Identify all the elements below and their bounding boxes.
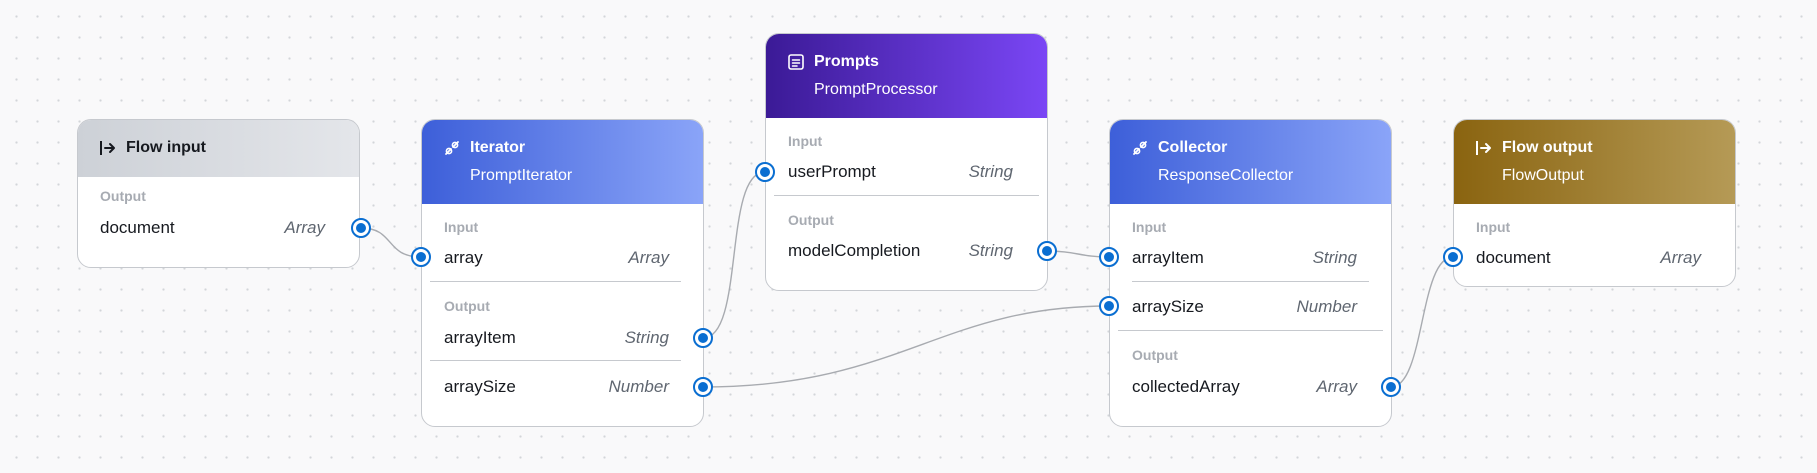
port-arraysize: arraySize Number [444, 375, 669, 399]
iterator-arrayitem-output-handle[interactable] [693, 328, 713, 348]
node-subtitle: PromptProcessor [814, 81, 938, 98]
output-section-label: Output [1132, 347, 1178, 363]
port-name: document [100, 218, 175, 237]
port-document: document Array [1476, 246, 1701, 270]
port-name: collectedArray [1132, 377, 1240, 396]
node-subtitle: FlowOutput [1502, 167, 1584, 184]
input-section-label: Input [444, 219, 479, 235]
flow-input-document-output-handle[interactable] [351, 218, 371, 238]
port-type: Number [608, 377, 669, 396]
flow-input-header[interactable]: Flow input [78, 120, 359, 177]
port-name: arrayItem [1132, 248, 1204, 267]
iterator-node[interactable]: Iterator PromptIterator Input array Arra… [421, 119, 704, 427]
port-name: array [444, 248, 483, 267]
port-arrayitem: arrayItem String [444, 326, 669, 350]
port-document: document Array [100, 216, 325, 240]
port-arraysize: arraySize Number [1132, 295, 1357, 319]
flow-input-node[interactable]: Flow input Output document Array [77, 119, 360, 268]
output-section-label: Output [100, 188, 146, 204]
iterator-icon [442, 138, 462, 158]
node-title: Prompts [814, 53, 879, 70]
node-title: Flow input [126, 139, 206, 156]
input-section-label: Input [1476, 219, 1511, 235]
edge-iterator-arraysize-to-collector-arraysize[interactable] [702, 305, 1110, 388]
row-divider [430, 360, 681, 361]
flow-output-node[interactable]: Flow output FlowOutput Input document Ar… [1453, 119, 1736, 287]
section-divider [774, 195, 1039, 196]
port-type: Array [1660, 248, 1701, 267]
edge-collector-collectedarray-to-flowoutput-document[interactable] [1390, 256, 1454, 388]
port-name: arrayItem [444, 328, 516, 347]
port-type: Array [284, 218, 325, 237]
prompts-modelcompletion-output-handle[interactable] [1037, 241, 1057, 261]
node-title: Collector [1158, 139, 1228, 156]
node-title: Iterator [470, 139, 526, 156]
collector-header[interactable]: Collector ResponseCollector [1110, 120, 1391, 204]
input-section-label: Input [788, 133, 823, 149]
collector-node[interactable]: Collector ResponseCollector Input arrayI… [1109, 119, 1392, 427]
port-collectedarray: collectedArray Array [1132, 375, 1357, 399]
section-divider [1118, 330, 1383, 331]
flow-input-icon [98, 138, 118, 158]
port-name: document [1476, 248, 1551, 267]
port-type: String [624, 328, 669, 347]
port-arrayitem: arrayItem String [1132, 246, 1357, 270]
flow-output-header[interactable]: Flow output FlowOutput [1454, 120, 1735, 204]
port-type: Array [1316, 377, 1357, 396]
port-modelcompletion: modelCompletion String [788, 239, 1013, 263]
port-type: String [1312, 248, 1357, 267]
port-name: userPrompt [788, 162, 876, 181]
row-divider [1132, 281, 1369, 282]
port-type: Array [628, 248, 669, 267]
output-section-label: Output [444, 298, 490, 314]
edge-iterator-arrayitem-to-prompts-userprompt[interactable] [702, 171, 766, 339]
output-section-label: Output [788, 212, 834, 228]
port-array: array Array [444, 246, 669, 270]
iterator-array-input-handle[interactable] [411, 247, 431, 267]
node-subtitle: PromptIterator [470, 167, 573, 184]
collector-arraysize-input-handle[interactable] [1099, 296, 1119, 316]
prompts-header[interactable]: Prompts PromptProcessor [766, 34, 1047, 118]
iterator-arraysize-output-handle[interactable] [693, 377, 713, 397]
section-divider [430, 281, 681, 282]
prompt-icon [786, 52, 806, 72]
port-userprompt: userPrompt String [788, 160, 1013, 184]
collector-collectedarray-output-handle[interactable] [1381, 377, 1401, 397]
port-type: String [968, 162, 1013, 181]
flow-output-document-input-handle[interactable] [1443, 247, 1463, 267]
iterator-header[interactable]: Iterator PromptIterator [422, 120, 703, 204]
input-section-label: Input [1132, 219, 1167, 235]
node-subtitle: ResponseCollector [1158, 167, 1294, 184]
port-name: modelCompletion [788, 241, 921, 260]
collector-icon [1130, 138, 1150, 158]
port-name: arraySize [444, 377, 516, 396]
flow-output-icon [1474, 138, 1494, 158]
prompts-userprompt-input-handle[interactable] [755, 162, 775, 182]
port-type: String [968, 241, 1013, 260]
collector-arrayitem-input-handle[interactable] [1099, 247, 1119, 267]
port-type: Number [1296, 297, 1357, 316]
port-name: arraySize [1132, 297, 1204, 316]
node-title: Flow output [1502, 139, 1593, 156]
prompts-node[interactable]: Prompts PromptProcessor Input userPrompt… [765, 33, 1048, 291]
